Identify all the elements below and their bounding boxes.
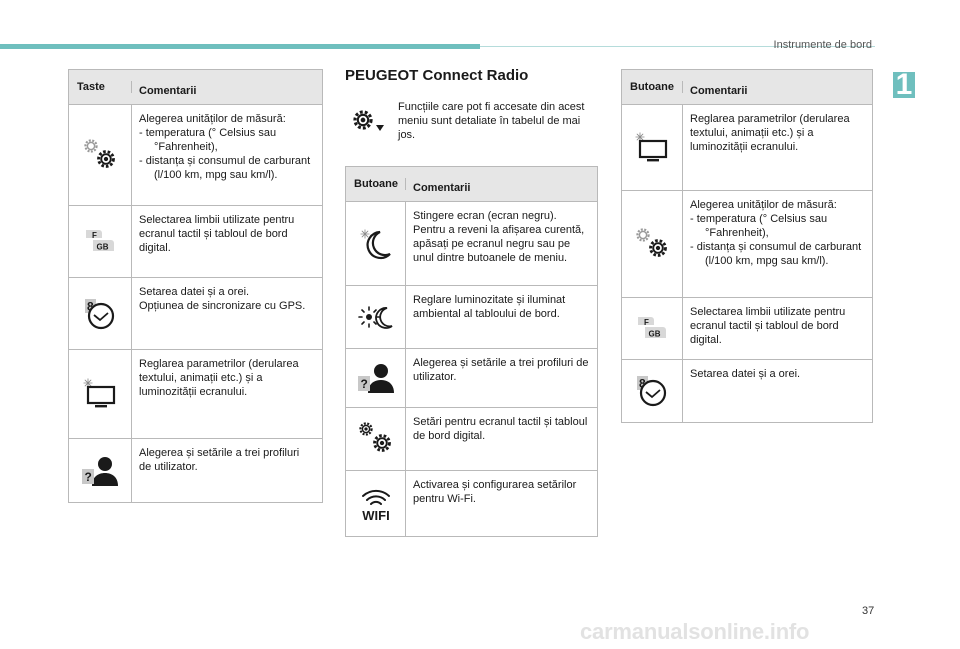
table-row: ? Alegerea și setările a trei profiluri …	[346, 348, 597, 407]
user-profile-icon: ?	[346, 349, 406, 407]
watermark: carmanualsonline.info	[580, 619, 810, 644]
table-row: Alegerea unităților de măsură: - tempera…	[69, 104, 322, 205]
header-comments: Comentarii	[690, 84, 748, 97]
screen-brightness-icon	[622, 105, 683, 190]
table-row: Reglarea parametrilor (derularea textulu…	[69, 349, 322, 438]
svg-text:8: 8	[639, 377, 646, 391]
wifi-icon: WIFI	[346, 471, 406, 536]
gears-icon	[69, 105, 132, 205]
header-keys: Taste	[69, 81, 132, 93]
page-number: 37	[862, 605, 875, 617]
row-comment: Selectarea limbii utilizate pentru ecran…	[139, 214, 295, 254]
row-comment: Selectarea limbii utilizate pentru ecran…	[690, 306, 846, 346]
intro-paragraph: Funcțiile care pot fi accesate din acest…	[398, 101, 585, 141]
svg-text:8: 8	[87, 299, 94, 313]
chapter-number: 1	[895, 68, 913, 101]
section-title: Instrumente de bord	[773, 39, 872, 51]
settings-menu-icon	[350, 107, 386, 135]
row-comment: Reglarea parametrilor (derularea textulu…	[139, 358, 299, 398]
table-row: 8 Setarea datei și a orei. Opțiunea de s…	[69, 277, 322, 349]
table-row: Reglare luminozitate și iluminat ambient…	[346, 285, 597, 348]
svg-text:?: ?	[85, 470, 92, 484]
header-comments: Comentarii	[139, 84, 197, 97]
section-heading: PEUGEOT Connect Radio	[345, 67, 529, 84]
table-row: 8 Setarea datei și a orei.	[622, 359, 872, 422]
row-comment: Stingere ecran (ecran negru). Pentru a r…	[413, 210, 585, 264]
row-comment: Setări pentru ecranul tactil și tabloul …	[413, 416, 588, 442]
language-flag-icon: F GB	[69, 206, 132, 277]
bullet-item: - temperatura (° Celsius sau °Fahrenheit…	[690, 213, 828, 239]
svg-text:GB: GB	[97, 242, 109, 251]
svg-text:F: F	[644, 318, 649, 327]
row-comment: Alegerea și setările a trei profiluri de…	[139, 447, 300, 473]
svg-text:WIFI: WIFI	[362, 508, 389, 523]
table-row: Setări pentru ecranul tactil și tabloul …	[346, 407, 597, 470]
svg-text:GB: GB	[649, 329, 661, 338]
brightness-icon	[346, 286, 406, 348]
header-buttons: Butoane	[346, 178, 406, 190]
table-row: Alegerea unităților de măsură: - tempera…	[622, 190, 872, 297]
svg-text:?: ?	[360, 377, 367, 391]
table-row: ? Alegerea și setările a trei profiluri …	[69, 438, 322, 502]
date-clock-icon: 8	[69, 278, 132, 349]
row-comment: Alegerea unităților de măsură:	[690, 199, 837, 211]
right-settings-table: Butoane Comentarii Reglarea parametrilor…	[621, 69, 873, 423]
gears-icon	[622, 191, 683, 297]
bullet-item: - temperatura (° Celsius sau °Fahrenheit…	[139, 127, 277, 153]
bullet-item: - distanța și consumul de carburant (l/1…	[139, 155, 311, 181]
gears-icon	[346, 408, 406, 470]
language-flag-icon: F GB	[622, 298, 683, 359]
table-row: F GB Selectarea limbii utilizate pentru …	[69, 205, 322, 277]
left-settings-table: Taste Comentarii Alegerea unităților de …	[68, 69, 323, 503]
top-accent-rule	[0, 44, 480, 49]
header-comments: Comentarii	[413, 181, 471, 194]
row-comment: Reglarea parametrilor (derularea textulu…	[690, 113, 850, 153]
table-header: Butoane Comentarii	[346, 167, 597, 201]
table-row: Stingere ecran (ecran negru). Pentru a r…	[346, 201, 597, 285]
row-comment: Activarea și configurarea setărilor pent…	[413, 479, 577, 505]
row-comment: Setarea datei și a orei. Opțiunea de sin…	[139, 286, 306, 312]
screen-off-moon-icon	[346, 202, 406, 285]
header-buttons: Butoane	[622, 81, 683, 93]
screen-brightness-icon	[69, 350, 132, 438]
row-comment: Reglare luminozitate și iluminat ambient…	[413, 294, 566, 320]
bullet-item: - distanța și consumul de carburant (l/1…	[690, 241, 862, 267]
row-comment: Alegerea și setările a trei profiluri de…	[413, 357, 589, 383]
top-thin-rule	[480, 46, 875, 47]
table-row: WIFI Activarea și configurarea setărilor…	[346, 470, 597, 536]
row-comment: Alegerea unităților de măsură:	[139, 113, 286, 125]
table-header: Butoane Comentarii	[622, 70, 872, 104]
row-comment: Setarea datei și a orei.	[690, 368, 801, 380]
date-clock-icon: 8	[622, 360, 683, 422]
table-row: Reglarea parametrilor (derularea textulu…	[622, 104, 872, 190]
svg-text:F: F	[92, 231, 97, 240]
table-header: Taste Comentarii	[69, 70, 322, 104]
connect-radio-table: Butoane Comentarii Stingere ecran (ecran…	[345, 166, 598, 537]
table-row: F GB Selectarea limbii utilizate pentru …	[622, 297, 872, 359]
chapter-tab	[893, 72, 915, 98]
user-profile-icon: ?	[69, 439, 132, 502]
